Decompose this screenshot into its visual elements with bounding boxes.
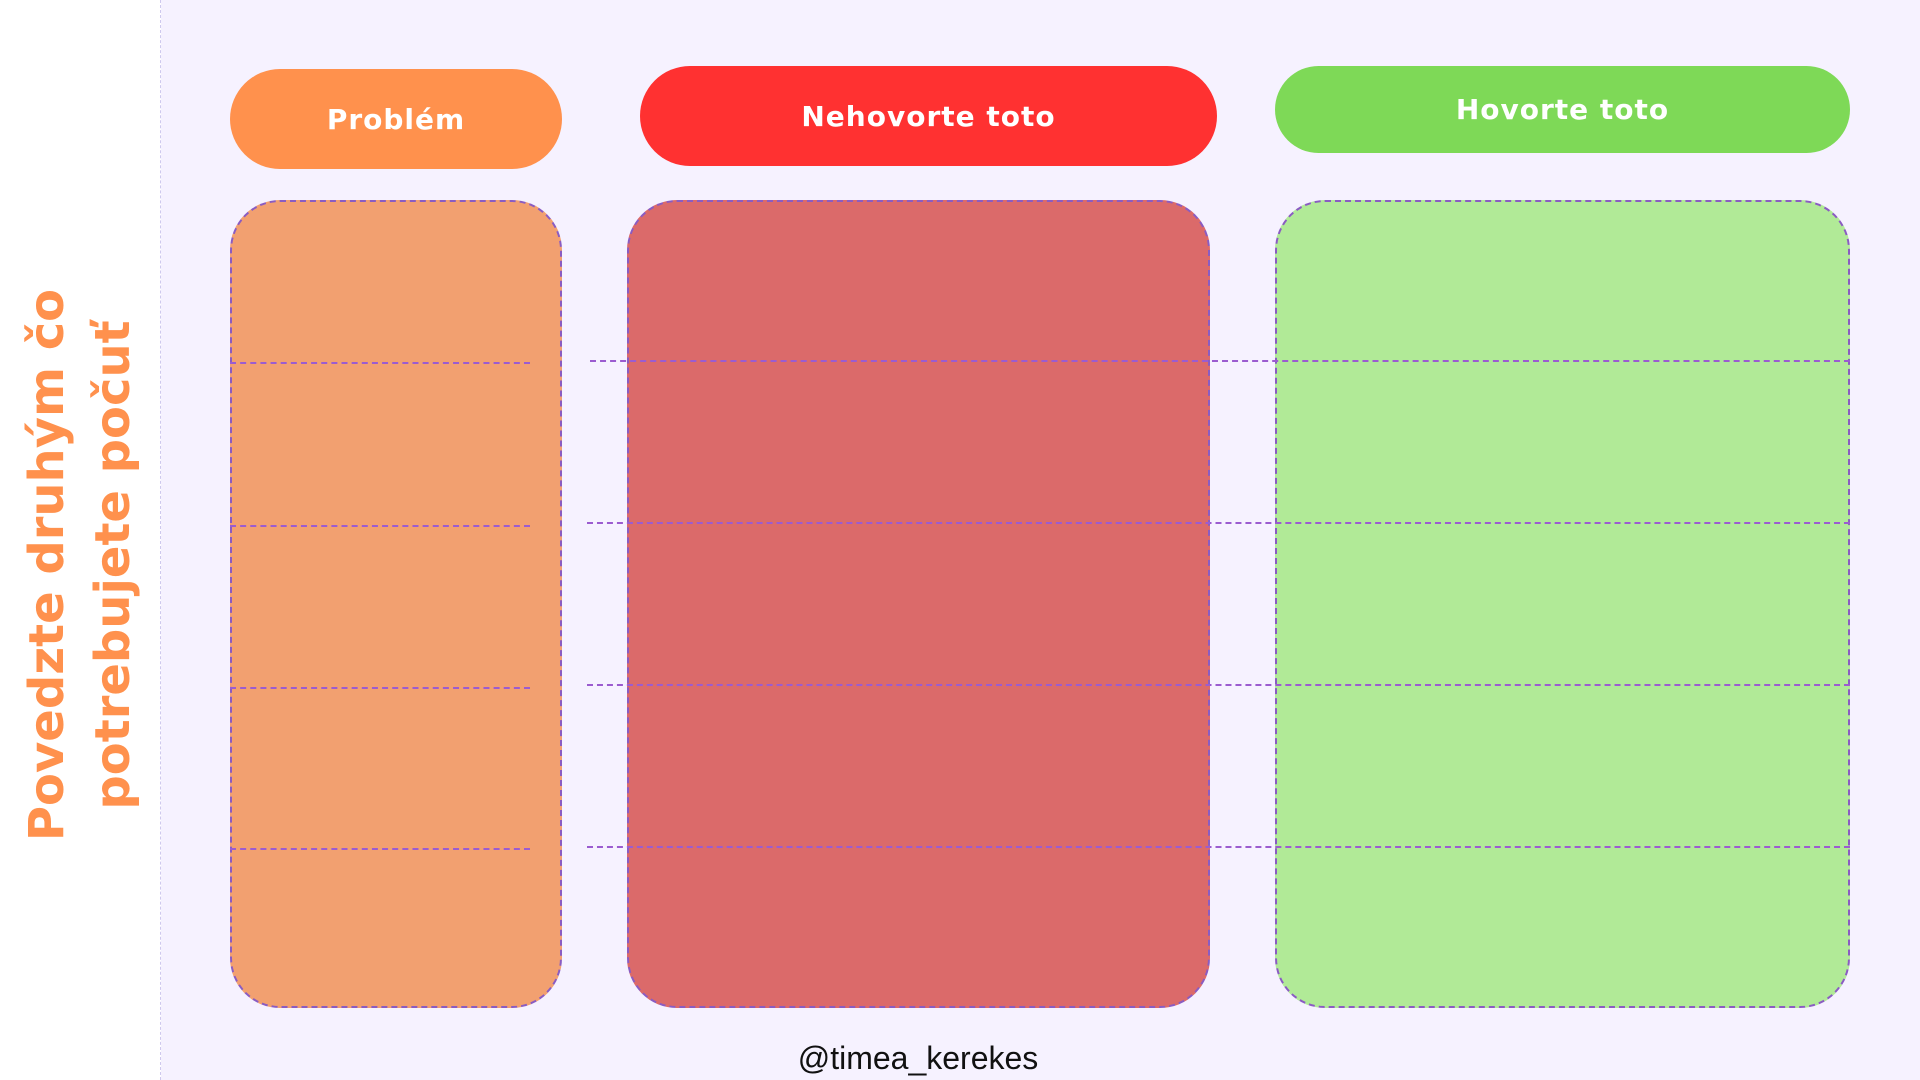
- do-say-header: Hovorte toto: [1275, 66, 1850, 153]
- do-say-header-label: Hovorte toto: [1455, 93, 1670, 126]
- problem-column[interactable]: [230, 200, 562, 1008]
- side-title-line-1: Povedzte druhým čo: [19, 288, 75, 842]
- side-title: Povedzte druhým čo potrebujete počuť: [14, 289, 146, 841]
- row-divider-problem-1: [230, 362, 530, 364]
- row-divider-right-3: [587, 684, 1850, 686]
- problem-header: Problém: [230, 69, 562, 169]
- row-divider-problem-3: [230, 687, 530, 689]
- row-divider-right-2: [587, 522, 1850, 524]
- side-title-line-2: potrebujete počuť: [85, 320, 141, 810]
- dont-say-column[interactable]: [627, 200, 1210, 1008]
- problem-header-label: Problém: [326, 102, 466, 136]
- author-handle: @timea_kerekes: [797, 1040, 1039, 1076]
- do-say-column[interactable]: [1275, 200, 1850, 1008]
- dont-say-header-label: Nehovorte toto: [801, 99, 1056, 133]
- row-divider-problem-4: [230, 848, 530, 850]
- row-divider-right-1: [590, 360, 1850, 362]
- dont-say-header: Nehovorte toto: [640, 66, 1217, 166]
- row-divider-right-4: [587, 846, 1850, 848]
- row-divider-problem-2: [230, 525, 530, 527]
- side-panel: Povedzte druhým čo potrebujete počuť: [0, 0, 161, 1080]
